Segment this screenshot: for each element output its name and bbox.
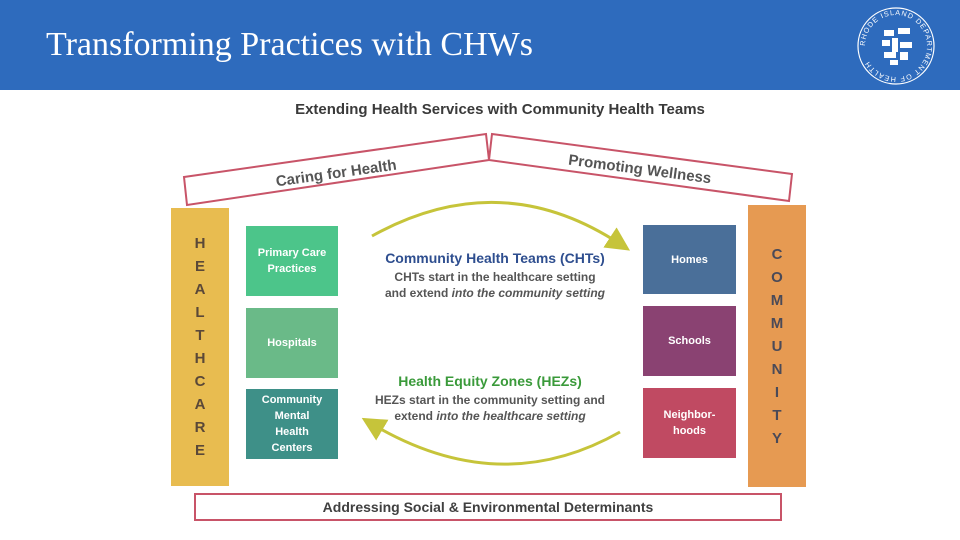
healthcare-letter: A [194, 396, 206, 413]
ri-health-logo-icon: RHODE ISLAND DEPARTMENT OF HEALTH [857, 7, 935, 85]
neighborhoods-box: Neighbor- hoods [643, 388, 736, 458]
hez-title: Health Equity Zones (HEZs) [398, 373, 582, 389]
homes-box: Homes [643, 225, 736, 294]
community-pillar: C O M M U N I T Y [748, 205, 806, 487]
roof-right-panel [487, 132, 794, 203]
foundation-bar: Addressing Social & Environmental Determ… [194, 493, 782, 521]
community-letter: O [771, 268, 783, 286]
hospitals-box: Hospitals [246, 308, 338, 378]
community-letter: I [774, 383, 780, 401]
hez-description: HEZs start in the community setting and … [350, 392, 630, 424]
hez-line2: extend into the healthcare setting [394, 409, 586, 423]
healthcare-pillar: H E A L T H C A R E [171, 208, 229, 486]
community-letter: N [771, 360, 783, 378]
cht-description: CHTs start in the healthcare setting and… [350, 269, 640, 301]
primary-care-practices-box: Primary Care Practices [246, 226, 338, 296]
cht-title: Community Health Teams (CHTs) [385, 250, 605, 266]
community-letter: M [770, 314, 784, 332]
community-letter: U [771, 337, 783, 355]
cht-line1: CHTs start in the healthcare setting [394, 270, 596, 284]
healthcare-letter: T [195, 327, 205, 344]
healthcare-letter: R [194, 419, 206, 436]
healthcare-letter: E [194, 258, 205, 275]
healthcare-letter: E [194, 442, 205, 459]
healthcare-letter: L [195, 304, 205, 321]
diagram-title: Extending Health Services with Community… [295, 101, 705, 118]
hez-arrow [361, 417, 621, 466]
slide-title: Transforming Practices with CHWs [46, 26, 533, 63]
slide-header: Transforming Practices with CHWs RHODE I… [0, 0, 960, 90]
healthcare-letter: H [194, 235, 206, 252]
healthcare-letter: A [194, 281, 206, 298]
healthcare-letter: H [194, 350, 206, 367]
community-letter: M [770, 291, 784, 309]
cht-arrow [371, 200, 631, 251]
schools-box: Schools [643, 306, 736, 376]
community-letter: T [772, 406, 782, 424]
cht-line2: and extend into the community setting [384, 286, 606, 300]
healthcare-letter: C [194, 373, 206, 390]
community-letter: Y [771, 429, 782, 447]
hez-line1: HEZs start in the community setting and [374, 393, 606, 407]
community-mental-health-centers-box: Community Mental Health Centers [246, 389, 338, 459]
community-letter: C [771, 245, 783, 263]
